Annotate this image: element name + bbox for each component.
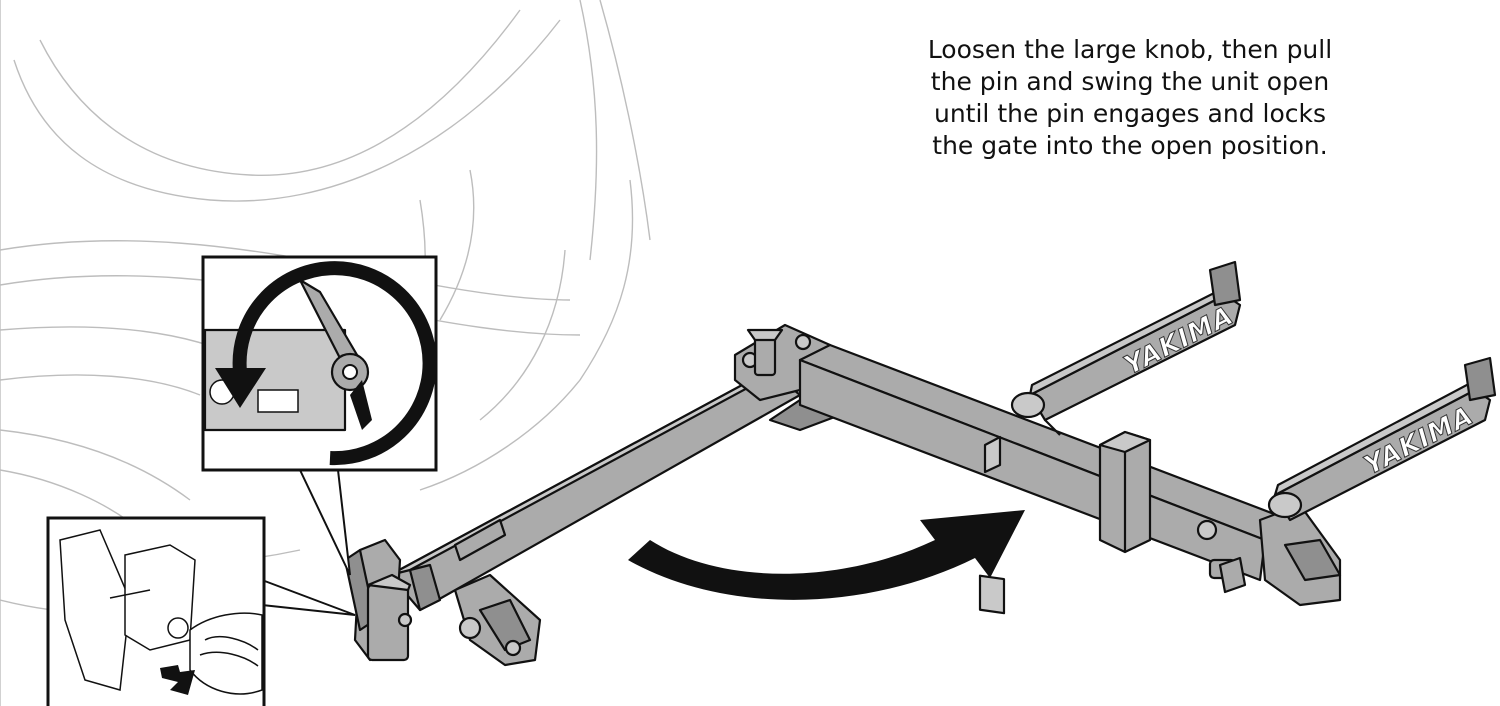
instruction-line-3: until the pin engages and locks bbox=[933, 99, 1327, 128]
sliding-collar bbox=[1098, 430, 1152, 554]
end-cap bbox=[1196, 503, 1342, 607]
front-knob-assembly bbox=[343, 538, 413, 662]
bike-tray-upper: YAKIMA bbox=[1010, 260, 1242, 436]
hinge-bracket bbox=[453, 573, 542, 667]
swing-arrow-icon bbox=[628, 510, 1025, 600]
main-arm bbox=[388, 363, 802, 612]
instruction-line-4: the gate into the open position. bbox=[932, 131, 1328, 160]
wrench-icon bbox=[298, 278, 372, 430]
inset-wrench-detail bbox=[201, 255, 438, 472]
instruction-line-2: the pin and swing the unit open bbox=[930, 67, 1330, 96]
bike-tray-lower: YAKIMA bbox=[1267, 356, 1497, 522]
pivot-plate bbox=[733, 323, 842, 432]
callout-pointers bbox=[261, 469, 356, 616]
instruction-text: Loosen the large knob, then pull the pin… bbox=[810, 34, 1450, 162]
instruction-line-1: Loosen the large knob, then pull bbox=[927, 35, 1333, 64]
inset-pin-detail bbox=[46, 516, 266, 706]
pull-arrow-icon bbox=[160, 665, 195, 695]
